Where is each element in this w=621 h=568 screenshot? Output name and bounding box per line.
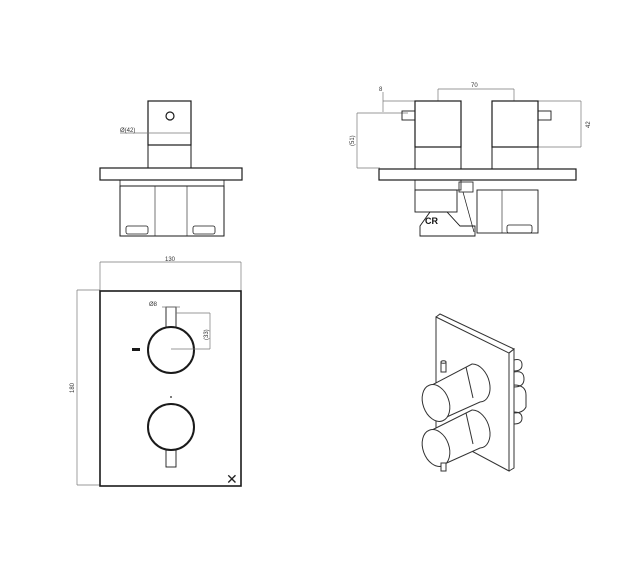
isometric-view xyxy=(421,313,527,472)
front-cover-plate xyxy=(99,290,242,487)
pin-hole-icon xyxy=(165,111,175,121)
pin-offset-dim-label: (33) xyxy=(204,329,210,340)
indicator-mark xyxy=(132,348,140,351)
lower-pin xyxy=(165,449,177,468)
projection-label: (51) xyxy=(350,135,356,146)
side-view: Ø(42) xyxy=(99,100,243,237)
knob-sleeve xyxy=(147,144,192,169)
brand-mark-icon: ✕ xyxy=(226,472,238,488)
valve-body xyxy=(119,185,225,237)
cover-plate-edge xyxy=(99,167,243,181)
top-cover-plate xyxy=(378,168,577,181)
knob-spacing-label: 70 xyxy=(471,83,478,89)
plate-height-label: 180 xyxy=(70,382,76,393)
side-diameter-label: Ø(42) xyxy=(120,128,135,134)
pin-offset-label: 8 xyxy=(379,87,383,93)
pin-diameter-label: Ø8 xyxy=(149,302,158,308)
front-view: 130 180 Ø8 (33) ✕ xyxy=(70,257,242,488)
knob-body xyxy=(147,100,192,146)
top-view: 70 8 (51) 42 CR xyxy=(350,83,592,237)
valve-logo: CR xyxy=(425,216,438,226)
upper-pin xyxy=(165,306,177,328)
knob-length-label: 42 xyxy=(586,121,592,128)
upper-knob xyxy=(147,326,195,374)
plate-width-label: 130 xyxy=(165,257,176,263)
lower-knob xyxy=(147,403,195,451)
